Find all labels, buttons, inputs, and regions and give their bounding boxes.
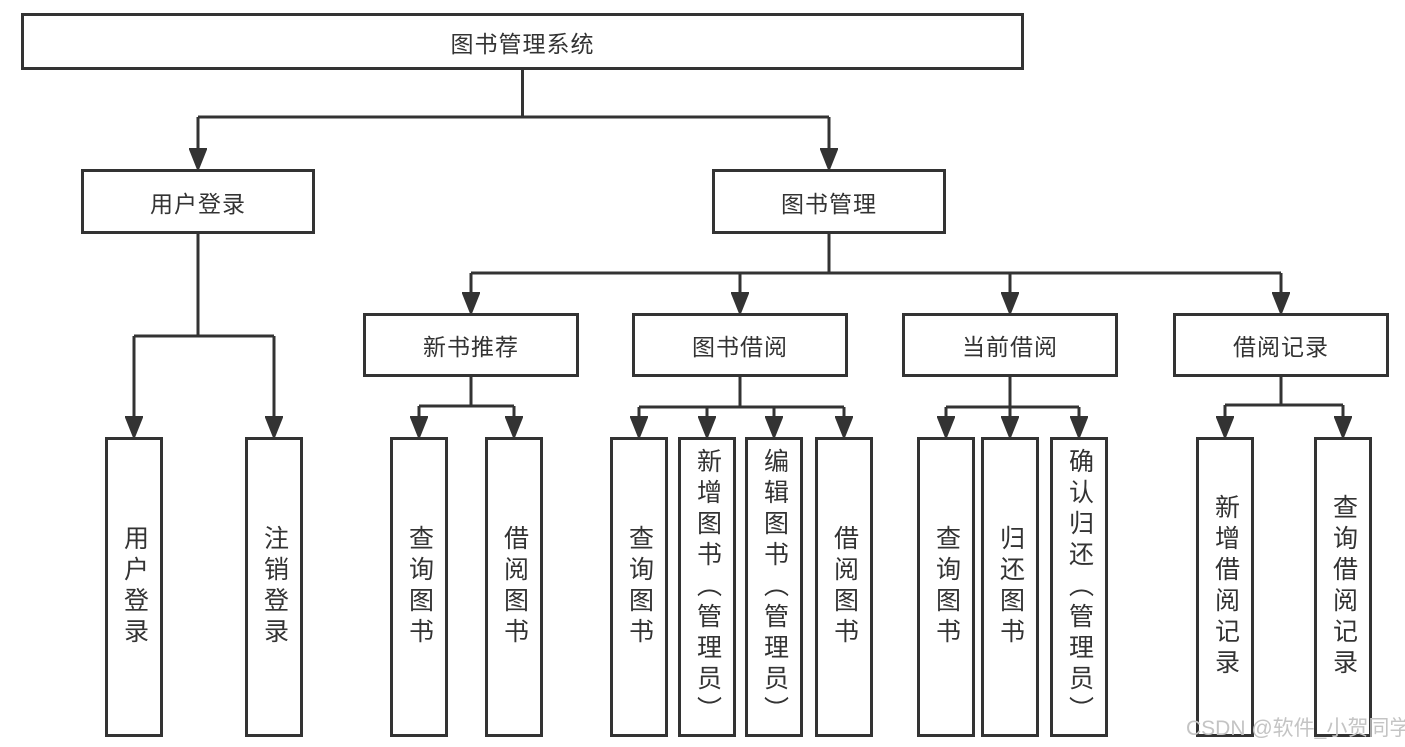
node-leaf-borrow-books: 借阅图书 xyxy=(815,437,873,737)
node-leaf-query-books: 查询图书 xyxy=(917,437,975,737)
node-label: 查询图书 xyxy=(932,525,961,649)
node-leaf-user-login: 用户登录 xyxy=(105,437,163,737)
node-new-book-recommend: 新书推荐 xyxy=(363,313,579,377)
node-label: 用户登录 xyxy=(120,525,149,649)
node-label: 注销登录 xyxy=(260,525,289,649)
csdn-watermark: CSDN @软件_小贺同学 xyxy=(1186,717,1405,740)
connector-borrow-records-group xyxy=(1225,377,1343,436)
node-user-login-branch: 用户登录 xyxy=(81,169,315,234)
node-label: 新增借阅记录 xyxy=(1211,494,1240,680)
node-label: 借阅图书 xyxy=(500,525,529,649)
node-label: 查询图书 xyxy=(405,525,434,649)
node-borrowing-records: 借阅记录 xyxy=(1173,313,1389,377)
node-leaf-add-book-admin: 新增图书（管理员） xyxy=(678,437,736,737)
connector-book-borrow-group xyxy=(639,377,844,436)
node-label: 新增图书（管理员） xyxy=(693,447,722,727)
connector-book-mgmt-to-level3 xyxy=(471,234,1281,312)
node-leaf-borrow-books: 借阅图书 xyxy=(485,437,543,737)
node-current-borrowing: 当前借阅 xyxy=(902,313,1118,377)
node-label: 确认归还（管理员） xyxy=(1065,447,1094,727)
node-label: 借阅记录 xyxy=(1233,334,1329,360)
node-label: 当前借阅 xyxy=(962,334,1058,360)
node-leaf-query-borrow-record: 查询借阅记录 xyxy=(1314,437,1372,737)
node-label: 借阅图书 xyxy=(830,525,859,649)
connector-user-login-group xyxy=(134,234,274,436)
node-leaf-query-books: 查询图书 xyxy=(610,437,668,737)
connector-new-book-group xyxy=(419,377,514,436)
node-leaf-add-borrow-record: 新增借阅记录 xyxy=(1196,437,1254,737)
connector-current-borrow-group xyxy=(946,377,1079,436)
node-label: 用户登录 xyxy=(150,190,246,217)
node-leaf-return-books: 归还图书 xyxy=(981,437,1039,737)
node-label: 图书管理系统 xyxy=(450,30,595,57)
node-book-management-branch: 图书管理 xyxy=(712,169,946,234)
node-leaf-query-books: 查询图书 xyxy=(390,437,448,737)
node-label: 归还图书 xyxy=(996,525,1025,649)
node-leaf-logout: 注销登录 xyxy=(245,437,303,737)
node-library-management-system: 图书管理系统 xyxy=(21,13,1024,70)
node-label: 查询借阅记录 xyxy=(1329,494,1358,680)
node-leaf-edit-book-admin: 编辑图书（管理员） xyxy=(745,437,803,737)
node-label: 图书借阅 xyxy=(692,334,788,360)
node-leaf-confirm-return-admin: 确认归还（管理员） xyxy=(1050,437,1108,737)
node-book-borrowing: 图书借阅 xyxy=(632,313,848,377)
node-label: 编辑图书（管理员） xyxy=(760,447,789,727)
node-label: 图书管理 xyxy=(781,190,877,217)
connector-root-to-level2 xyxy=(198,70,829,168)
node-label: 查询图书 xyxy=(625,525,654,649)
node-label: 新书推荐 xyxy=(423,334,519,360)
